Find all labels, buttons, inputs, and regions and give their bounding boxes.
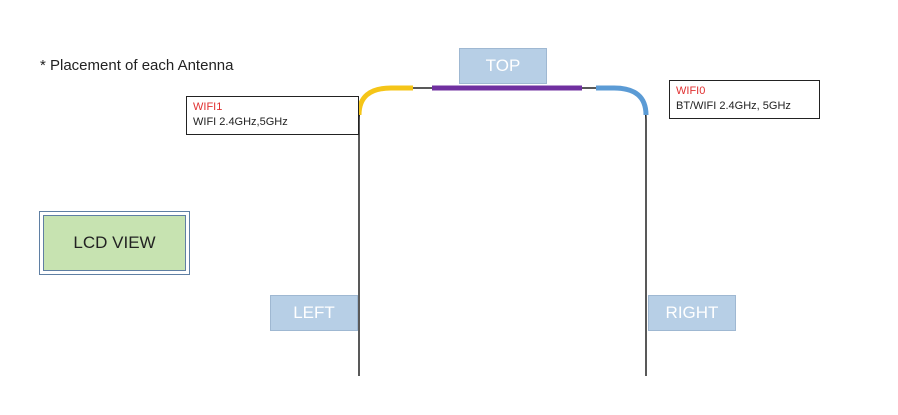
- wifi0-antenna-desc: BT/WIFI 2.4GHz, 5GHz: [676, 100, 791, 112]
- page-title: * Placement of each Antenna: [40, 57, 234, 74]
- lcd-view-box: LCD VIEW: [39, 211, 190, 275]
- right-position-text: RIGHT: [665, 303, 719, 322]
- left-position-text: LEFT: [293, 303, 335, 322]
- wifi1-antenna-name: WIFI1: [193, 101, 223, 113]
- wifi1-callout-box: WIFI1 WIFI 2.4GHz,5GHz: [186, 96, 359, 135]
- wifi1-antenna-segment: [356, 85, 413, 116]
- left-position-label: LEFT: [270, 295, 358, 331]
- top-position-label: TOP: [459, 48, 547, 84]
- lcd-view-panel: LCD VIEW: [43, 215, 186, 271]
- wifi0-antenna-segment: [596, 85, 649, 116]
- wifi1-antenna-desc: WIFI 2.4GHz,5GHz: [193, 116, 288, 128]
- wifi0-antenna-name: WIFI0: [676, 85, 706, 97]
- right-position-label: RIGHT: [648, 295, 736, 331]
- top-position-text: TOP: [485, 56, 521, 75]
- lcd-view-label: LCD VIEW: [73, 233, 156, 252]
- device-frame: [358, 87, 647, 376]
- wifi0-callout-box: WIFI0 BT/WIFI 2.4GHz, 5GHz: [669, 80, 820, 119]
